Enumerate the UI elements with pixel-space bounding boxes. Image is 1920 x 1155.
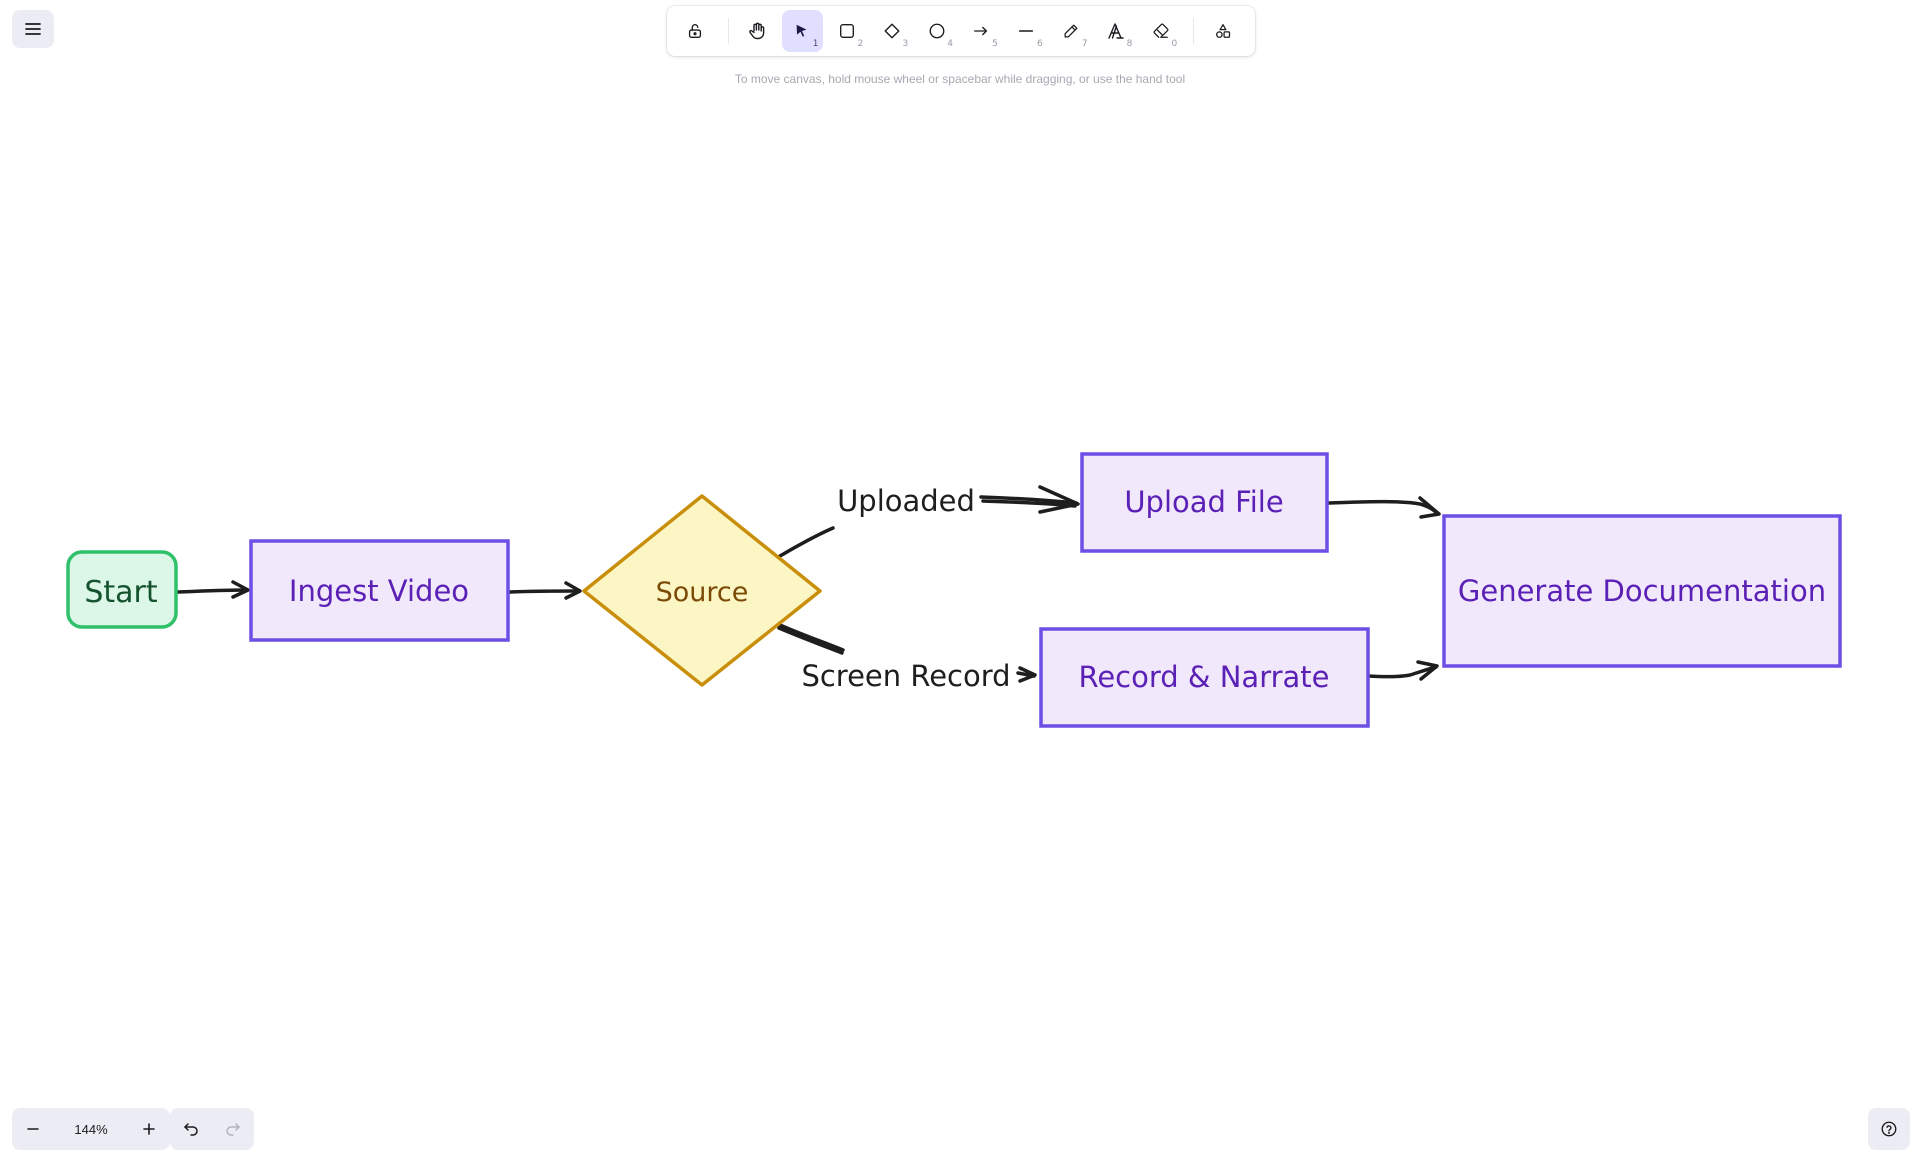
history-controls (170, 1108, 254, 1150)
arrow-source-to-upload-file[interactable] (778, 485, 1080, 558)
text-icon (1108, 23, 1124, 39)
arrow-record-narrate-to-generate[interactable] (1366, 660, 1439, 681)
minus-icon (27, 1128, 39, 1130)
node-upload-file[interactable]: Upload File (1080, 452, 1329, 553)
node-upload-file-label: Upload File (1124, 485, 1283, 519)
arrow-source-to-record-narrate[interactable] (777, 623, 1037, 683)
arrow-upload-file-to-generate[interactable] (1325, 496, 1441, 519)
node-record-narrate-label: Record & Narrate (1078, 660, 1329, 694)
node-generate-documentation[interactable]: Generate Documentation (1442, 514, 1842, 668)
tool-shortcut-key: 2 (857, 39, 864, 49)
pencil-icon (1064, 24, 1078, 38)
undo-button[interactable] (170, 1108, 212, 1150)
tool-shortcut-key: 1 (812, 39, 819, 49)
zoom-in-button[interactable] (128, 1108, 170, 1150)
node-source-decision[interactable]: Source (582, 494, 822, 687)
zoom-level[interactable]: 144% (74, 1121, 108, 1137)
edge-label-uploaded: Uploaded (837, 484, 975, 518)
node-source-label: Source (656, 577, 749, 608)
zoom-out-button[interactable] (12, 1108, 54, 1150)
ellipse-icon (929, 23, 945, 39)
tool-shortcut-key: 4 (947, 39, 954, 49)
arrow-start-to-ingest[interactable] (176, 580, 250, 599)
tool-rectangle[interactable]: 2 (827, 10, 868, 52)
tool-text[interactable]: 8 (1096, 10, 1137, 52)
tool-eraser[interactable]: 0 (1140, 10, 1181, 52)
tool-arrow[interactable]: 5 (961, 10, 1002, 52)
redo-button[interactable] (212, 1108, 254, 1150)
diamond-icon (884, 23, 900, 39)
tool-draw[interactable]: 7 (1051, 10, 1092, 52)
arrow-ingest-to-source[interactable] (508, 581, 582, 600)
tool-shortcut-key: 5 (992, 39, 998, 49)
eraser-icon (1153, 23, 1169, 38)
rectangle-icon (839, 24, 854, 38)
shapes-icon (1215, 24, 1230, 38)
help-icon (1881, 1121, 1897, 1137)
hand-icon (749, 22, 765, 40)
tool-shortcut-key: 6 (1036, 39, 1043, 49)
redo-icon (226, 1123, 240, 1136)
shape-toolbar: 1 2 3 4 5 6 7 (667, 6, 1255, 56)
help-button[interactable] (1868, 1108, 1910, 1150)
toolbar-divider (727, 18, 729, 44)
node-record-narrate[interactable]: Record & Narrate (1039, 627, 1370, 728)
node-start[interactable]: Start (66, 550, 178, 629)
tool-shortcut-key: 3 (902, 39, 909, 49)
connectors (176, 485, 1441, 683)
tool-hand[interactable] (737, 10, 778, 52)
node-generate-documentation-label: Generate Documentation (1458, 574, 1826, 608)
canvas-hint-text: To move canvas, hold mouse wheel or spac… (734, 72, 1186, 86)
tool-shortcut-key: 0 (1171, 39, 1178, 49)
tool-diamond[interactable]: 3 (871, 10, 912, 52)
node-ingest-video-label: Ingest Video (289, 574, 469, 608)
tool-lock[interactable] (675, 10, 716, 52)
node-start-label: Start (84, 575, 158, 610)
edge-label-screen-record: Screen Record (801, 659, 1010, 693)
arrow-icon (974, 26, 988, 36)
tool-ellipse[interactable]: 4 (916, 10, 957, 52)
tool-shortcut-key: 7 (1081, 39, 1088, 49)
toolbar-divider (1193, 18, 1195, 44)
undo-icon (184, 1123, 198, 1136)
zoom-controls: 144% (12, 1108, 170, 1150)
pointer-icon (796, 24, 807, 37)
plus-icon (143, 1123, 155, 1135)
node-ingest-video[interactable]: Ingest Video (249, 539, 510, 642)
lock-open-icon (689, 24, 702, 38)
main-menu-button[interactable] (12, 10, 54, 48)
tool-selection[interactable]: 1 (781, 10, 823, 52)
line-icon (1019, 30, 1034, 32)
tool-more-shapes[interactable] (1202, 10, 1243, 52)
tool-shortcut-key: 8 (1126, 39, 1133, 49)
tool-line[interactable]: 6 (1006, 10, 1047, 52)
hamburger-icon (25, 23, 41, 35)
